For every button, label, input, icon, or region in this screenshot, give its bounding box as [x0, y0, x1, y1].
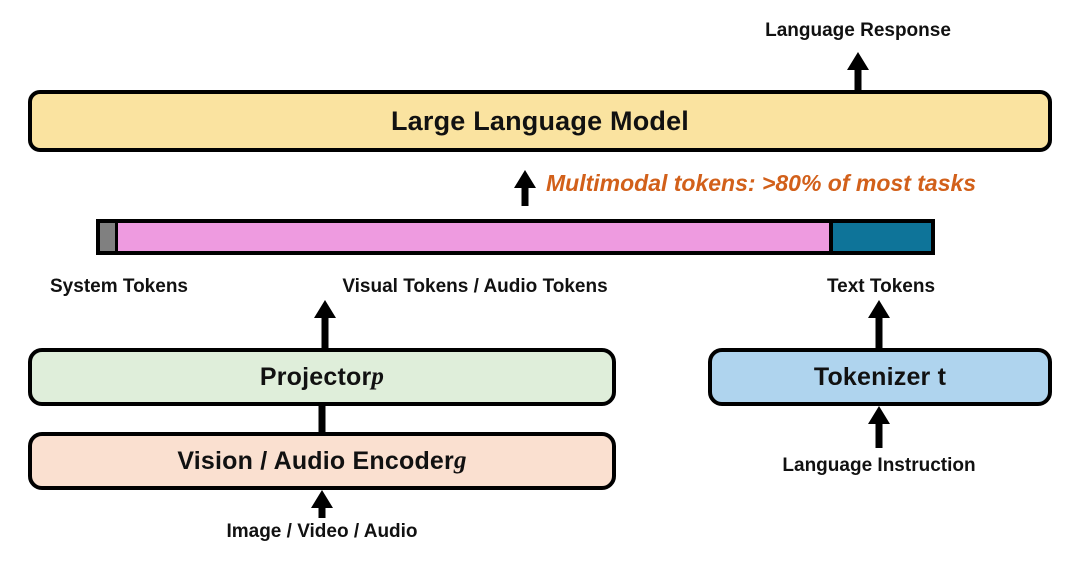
block-label-llm: Large Language Model: [390, 105, 690, 136]
caption-image-video-audio: Image / Video / Audio: [226, 521, 418, 542]
block-label-projector: Projector: [259, 362, 372, 391]
block-tokenizer: Tokenizer t: [708, 348, 1052, 406]
annotation-multimodal-token-share: Multimodal tokens: >80% of most tasks: [546, 170, 977, 196]
block-symbol-encoder: g: [453, 447, 467, 474]
token-segment-visual-audio: [118, 223, 833, 251]
token-segment-system: [100, 223, 119, 251]
caption-text-tokens: Text Tokens: [826, 276, 936, 297]
block-vision-audio-encoder: Vision / Audio Encoder g: [28, 432, 616, 490]
caption-language-response: Language Response: [765, 20, 951, 41]
token-sequence-bar: [96, 219, 935, 255]
caption-system-tokens: System Tokens: [50, 276, 188, 297]
block-large-language-model: Large Language Model: [28, 90, 1052, 152]
block-symbol-projector: p: [371, 363, 385, 390]
caption-language-instruction: Language Instruction: [782, 455, 976, 476]
block-label-tokenizer: Tokenizer t: [813, 362, 947, 391]
caption-visual-audio-tokens: Visual Tokens / Audio Tokens: [342, 276, 608, 297]
token-segment-text: [832, 223, 931, 251]
block-projector: Projector p: [28, 348, 616, 406]
block-label-encoder: Vision / Audio Encoder: [177, 446, 454, 475]
